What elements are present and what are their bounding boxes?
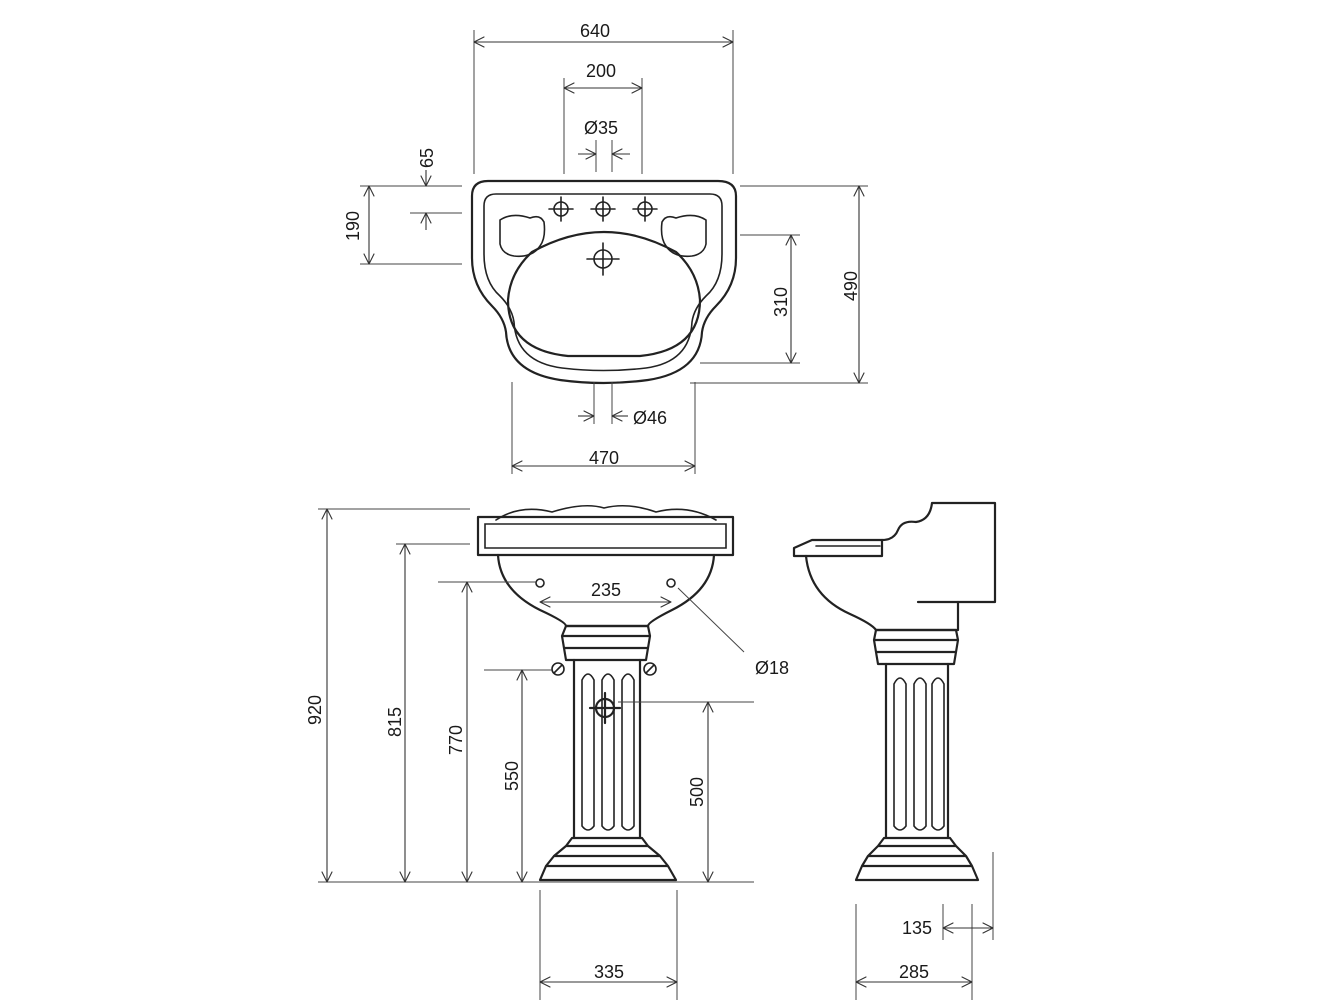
side-view: 135 285 <box>792 501 997 1000</box>
front-view: 920 815 770 550 500 235 Ø18 335 <box>305 504 789 1000</box>
waste-hole <box>586 242 620 276</box>
front-rim-inner <box>484 523 727 549</box>
label-fixing-hole: Ø18 <box>755 658 789 678</box>
label-base-depth: 285 <box>899 962 929 982</box>
basin-plan-outline <box>470 179 738 385</box>
front-splash-curve <box>495 504 717 521</box>
label-bowl-width: 470 <box>589 448 619 468</box>
tap-holes <box>548 196 658 222</box>
label-fixing-spacing: 235 <box>591 580 621 600</box>
plan-view: 640 200 Ø35 65 190 310 490 Ø46 470 <box>343 21 868 474</box>
label-waste-height: 500 <box>687 777 707 807</box>
soap-dish-right <box>660 214 707 258</box>
side-back-splash <box>880 501 997 604</box>
fixing-hole-right <box>666 578 676 588</box>
label-base-width: 335 <box>594 962 624 982</box>
side-base <box>854 836 980 882</box>
label-waste-hole: Ø46 <box>633 408 667 428</box>
label-rear-offset: 65 <box>417 148 437 168</box>
label-tap-spacing: 200 <box>586 61 616 81</box>
label-tap-hole: Ø35 <box>584 118 618 138</box>
basin-plan-rim <box>483 193 723 372</box>
plan-extension-lines <box>360 30 868 474</box>
front-capital <box>560 624 652 662</box>
label-bowl-depth: 310 <box>771 287 791 317</box>
side-flutes <box>893 677 945 831</box>
fixing-hole-left <box>535 578 545 588</box>
front-column <box>572 658 642 840</box>
soap-dish-left <box>499 214 546 258</box>
pedestal-fixing-symbols <box>551 662 657 676</box>
label-rim-height: 815 <box>385 707 405 737</box>
side-rim <box>792 538 884 558</box>
side-bowl <box>804 554 960 632</box>
label-pedestal-fixing-height: 550 <box>502 761 522 791</box>
front-flutes <box>581 673 635 831</box>
basin-bowl <box>506 231 702 358</box>
label-total-depth: 490 <box>841 271 861 301</box>
side-capital <box>872 628 960 666</box>
label-plan-width: 640 <box>580 21 610 41</box>
front-waste-symbol <box>588 691 622 725</box>
label-fixing-height: 770 <box>446 725 466 755</box>
front-rim <box>476 515 735 557</box>
label-rear-depth: 190 <box>343 211 363 241</box>
front-base <box>538 836 678 882</box>
label-wall-offset: 135 <box>902 918 932 938</box>
label-total-height: 920 <box>305 695 325 725</box>
side-column <box>884 662 950 840</box>
